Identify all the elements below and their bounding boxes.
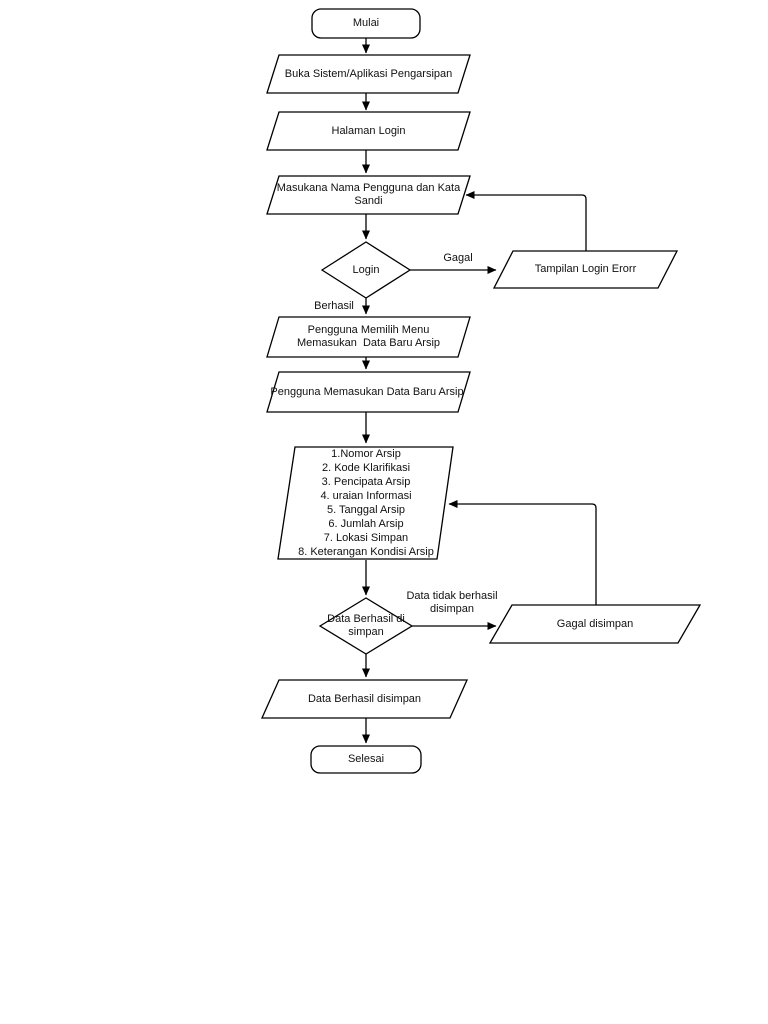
io-open-app-shape xyxy=(266,54,471,94)
connector-save-failed-to-data-fields-feedback xyxy=(448,500,597,605)
connector-error-to-credentials-feedback xyxy=(465,191,587,251)
io-save-success-shape xyxy=(260,679,469,719)
io-enter-credentials-shape xyxy=(266,175,471,215)
terminator-start-shape xyxy=(311,8,421,39)
io-data-fields-shape xyxy=(277,446,454,560)
io-login-error-shape xyxy=(492,250,679,289)
io-input-new-data-shape xyxy=(266,371,471,413)
terminator-end-shape xyxy=(310,745,422,774)
io-choose-menu-shape xyxy=(266,316,471,358)
io-save-failed-shape xyxy=(488,604,702,644)
decision-login-shape xyxy=(320,241,412,299)
io-login-page-shape xyxy=(266,111,471,151)
decision-save-shape xyxy=(318,597,414,655)
